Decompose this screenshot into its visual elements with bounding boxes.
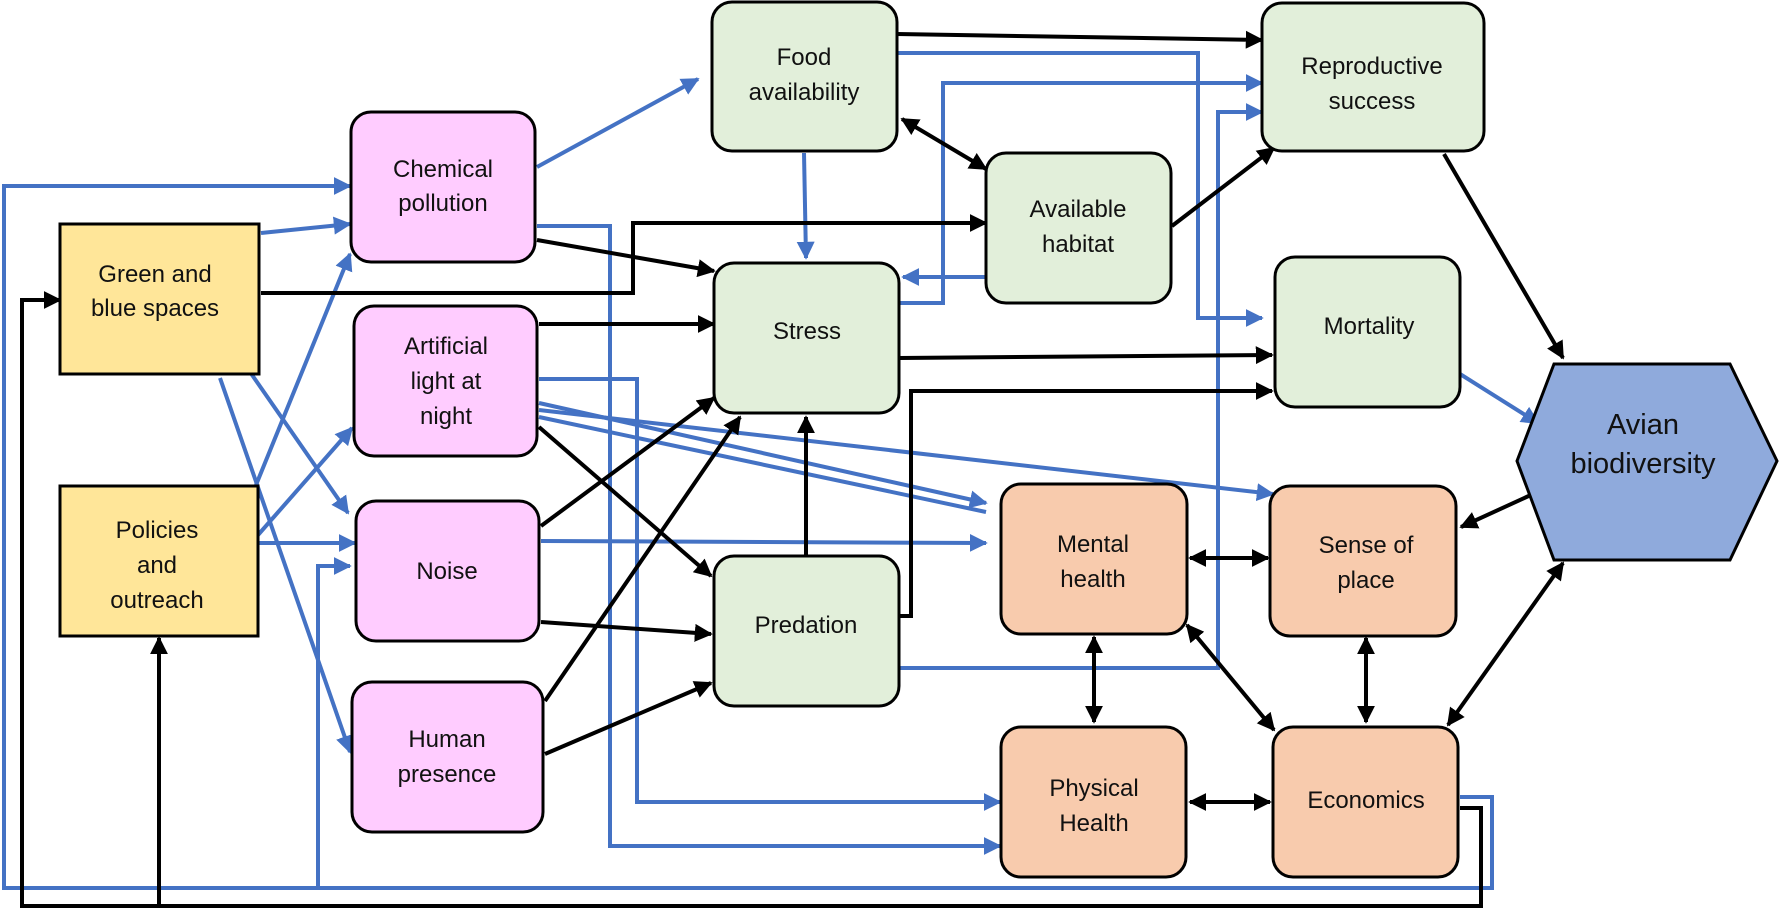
node-label: Policies [116,517,199,544]
link-artificial-light-to-physical-health [539,377,1002,811]
node-label: light at [411,368,482,395]
node-label: habitat [1042,231,1114,258]
node-label: success [1329,88,1416,115]
node-chemical-pollution: Chemical pollution [349,110,537,264]
link-food-to-reproductive [896,30,1264,49]
node-label: place [1337,567,1394,594]
node-label: Physical [1049,775,1138,802]
link-avian-economics-bidirectional [1446,561,1565,727]
link-artificial-light-to-predation [537,425,713,578]
node-label: Sense of [1319,532,1414,559]
link-habitat-to-reproductive [1170,146,1276,228]
node-sense-of-place: Sense of place [1268,484,1458,638]
node-predation: Predation [712,554,901,708]
link-green-spaces-to-noise [248,370,350,515]
link-noise-to-mental-health [540,533,988,552]
link-green-spaces-to-chemical-pollution [260,216,352,235]
node-label: Economics [1307,787,1424,814]
link-food-to-mortality [897,51,1264,327]
link-noise-to-stress [539,396,716,528]
node-label: Health [1059,810,1128,837]
link-economics-to-noise [316,557,352,888]
link-mortality-to-avian [1458,372,1540,425]
node-noise: Noise [354,499,541,643]
node-label: and [137,552,177,579]
node-label: Avian [1607,409,1679,441]
node-label: night [420,403,472,430]
node-green-and-blue-spaces: Green and blue spaces [58,222,261,376]
link-chemical-pollution-to-food [536,77,700,169]
link-chemical-pollution-to-stress [536,238,716,278]
node-label: Noise [416,558,477,585]
node-label: blue spaces [91,295,219,322]
link-mental-economics-bidirectional [1185,623,1276,732]
link-food-habitat-bidirectional [900,117,988,171]
link-stress-to-reproductive [899,74,1264,305]
link-artificial-light-to-sense-of-place [538,408,1275,502]
link-avian-to-sense-of-place [1459,492,1534,529]
node-label: Available [1030,196,1127,223]
node-label: pollution [398,190,487,217]
node-physical-health: Physical Health [999,725,1188,879]
link-food-to-stress [796,152,815,260]
link-human-presence-to-stress [543,415,742,703]
node-human-presence: Human presence [350,680,545,834]
node-label: Human [408,726,485,753]
node-mortality: Mortality [1273,255,1462,409]
link-green-spaces-to-human-presence [218,377,354,754]
node-artificial-light-at-night: Artificial light at night [352,304,539,458]
link-economics-loop-to-chemical-pollution [2,177,1494,890]
node-label: availability [749,79,860,106]
node-label: Artificial [404,333,488,360]
node-policies-and-outreach: Policies and outreach [58,484,260,638]
node-label: Mortality [1324,313,1415,340]
node-economics: Economics [1271,725,1460,879]
node-available-habitat: Available habitat [984,151,1173,305]
link-predation-to-mortality [899,382,1274,618]
link-human-presence-to-predation [544,681,713,756]
node-food-availability: Food availability [710,0,899,153]
node-label: presence [398,761,497,788]
node-label: Mental [1057,531,1129,558]
node-reproductive-success: Reproductive success [1260,1,1486,153]
link-policies-to-artificial-light [256,426,354,537]
black-links [20,30,1565,908]
link-economics-loop-to-green-spaces [20,291,1483,908]
node-label: Reproductive [1301,53,1442,80]
node-stress: Stress [712,261,901,415]
link-artificial-light-to-mortality-area [538,415,987,514]
node-label: Chemical [393,156,493,183]
node-label: Predation [755,612,858,639]
link-stress-to-mortality [898,346,1274,365]
node-label: Stress [773,318,841,345]
node-label: Green and [98,261,211,288]
node-label: health [1060,566,1125,593]
node-avian-biodiversity: Avian biodiversity [1515,362,1779,562]
link-noise-to-predation [540,620,713,642]
node-label: biodiversity [1570,448,1716,480]
node-label: outreach [110,587,203,614]
link-reproductive-to-avian [1442,152,1565,360]
link-chemical-pollution-to-physical-health-outer [537,224,1002,855]
node-label: Food [777,44,832,71]
node-mental-health: Mental health [999,482,1189,636]
